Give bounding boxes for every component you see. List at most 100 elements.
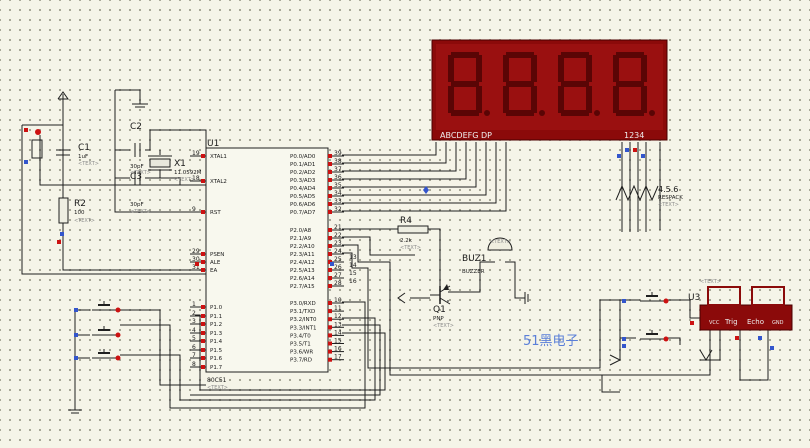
buz1-ref: BUZ1	[462, 254, 487, 264]
u1-pin-marker	[201, 210, 205, 214]
decimal-point	[594, 110, 600, 116]
digit-4	[613, 52, 655, 116]
u1-pin-number: 32	[334, 206, 342, 213]
logic-probe-icon	[622, 299, 626, 303]
u1-pin-name: P1.7	[210, 365, 223, 371]
segment	[448, 55, 454, 82]
decimal-point	[484, 110, 490, 116]
logic-probe-icon	[735, 336, 739, 340]
buzzer[interactable]: <TEXT> BUZ1 BUZZER	[462, 237, 513, 275]
u1-pin-marker	[328, 341, 332, 346]
segment	[503, 86, 509, 113]
decimal-point	[539, 110, 545, 116]
logic-probe-icon	[770, 346, 774, 350]
u1-pin-name: P3.6/WR	[290, 350, 313, 356]
u1-pin-number: 27	[334, 272, 342, 279]
u1-pin-name: P0.2/AD2	[290, 170, 315, 176]
logic-probe-icon	[641, 154, 645, 158]
decimal-point	[649, 110, 655, 116]
u1-pin-name: P3.0/RXD	[290, 301, 316, 307]
u1-pin-marker	[201, 339, 205, 343]
u1-pin-name: P2.7/A15	[290, 284, 315, 290]
net-label: 13	[349, 254, 357, 261]
r4-text-tag: <TEXT>	[400, 245, 421, 251]
u1-pin-name: P2.5/A13	[290, 268, 315, 274]
push-button[interactable]	[74, 326, 121, 338]
segment	[503, 55, 509, 82]
u1-body	[205, 147, 329, 373]
u1-pin-number: 8	[192, 361, 196, 368]
net-label: 14	[349, 262, 357, 269]
u3-body	[699, 304, 793, 331]
r4-ref: R4	[400, 216, 412, 226]
digit-label: 1234	[624, 131, 644, 140]
u1-pin-number: 5	[192, 335, 196, 342]
u1-pin-name: P0.7/AD7	[290, 210, 316, 216]
push-buttons[interactable]	[57, 148, 774, 361]
u1-pin-name: P3.4/T0	[290, 333, 311, 339]
u1-pin-number: 10	[334, 297, 342, 304]
segment	[476, 55, 482, 82]
r2-resistor[interactable]: R2 100 <TEXT>	[58, 197, 95, 224]
seven-segment-display[interactable]: ABCDEFG DP 1234	[431, 39, 668, 141]
u1-pin-number: 35	[334, 182, 342, 189]
vcc-arrow-icon	[397, 292, 406, 304]
c3-capacitor[interactable]: C3 30pF <TEXT>	[130, 171, 151, 215]
u1-pin-name: P3.7/RD	[290, 358, 312, 364]
u3-ultrasonic-module[interactable]: U3 <TEXT> VCC Trig Echo GND	[688, 279, 793, 331]
u3-text-tag: <TEXT>	[700, 279, 721, 285]
digit-2	[503, 52, 545, 116]
x1-crystal[interactable]: X1 11.0592M <TEXT>	[148, 155, 202, 183]
digit-3	[558, 52, 600, 116]
q1-transistor[interactable]: Q1 PNP <TEXT>	[430, 284, 454, 329]
buzzer-icon	[487, 237, 513, 251]
u1-pin-name: P2.3/A11	[290, 252, 315, 258]
segment	[476, 86, 482, 113]
u1-pin-name: P2.6/A14	[290, 276, 315, 282]
segment	[613, 86, 619, 113]
u1-pin-number: 7	[192, 352, 196, 359]
button-cap-icon	[35, 129, 41, 135]
logic-probe-icon	[625, 148, 629, 152]
u1-pin-number: 30	[192, 256, 200, 263]
push-button[interactable]	[74, 301, 121, 313]
push-button[interactable]	[74, 349, 121, 361]
reset-button[interactable]	[24, 128, 43, 164]
logic-probe-icon	[57, 240, 61, 244]
c2-capacitor[interactable]: C2 30pF <TEXT>	[130, 122, 151, 176]
u1-pin-name: XTAL2	[210, 179, 227, 185]
net-label: 15	[349, 270, 357, 277]
push-button[interactable]	[622, 330, 669, 342]
u1-pin-marker	[201, 179, 205, 183]
u1-pin-number: 17	[334, 354, 342, 361]
push-button[interactable]	[622, 292, 669, 304]
c1-capacitor[interactable]: C1 1uF <TEXT>	[56, 143, 99, 167]
c2-ref: C2	[130, 122, 142, 132]
r4-resistor[interactable]: R4 2.2k <TEXT>	[397, 216, 429, 251]
u1-pin-name: P1.1	[210, 314, 222, 320]
u1-pin-marker	[201, 268, 205, 272]
logic-probe-icon	[330, 262, 334, 266]
logic-probe-icon	[758, 336, 762, 340]
u1-pin-number: 12	[334, 313, 342, 320]
u1-pin-name: P2.4/A12	[290, 260, 315, 266]
q1-text-tag: <TEXT>	[433, 323, 454, 329]
u1-pin-number: 38	[334, 158, 342, 165]
u1-pin-name: P0.0/AD0	[290, 154, 316, 160]
u1-pin-marker	[328, 317, 332, 322]
respack[interactable]: 4.5.6 RESPACK <TEXT>	[615, 184, 683, 208]
u1-pin-marker	[328, 186, 332, 190]
segment	[506, 110, 534, 116]
segment	[641, 86, 647, 113]
segment	[561, 52, 589, 58]
segment	[506, 81, 534, 87]
u1-pin-marker	[201, 322, 205, 326]
u1-pin-marker	[201, 252, 205, 256]
u1-pin-number: 34	[334, 190, 342, 197]
u1-pin-name: P0.3/AD3	[290, 178, 316, 184]
u1-pin-number: 28	[334, 280, 342, 287]
u3-pin-echo: Echo	[747, 318, 764, 326]
